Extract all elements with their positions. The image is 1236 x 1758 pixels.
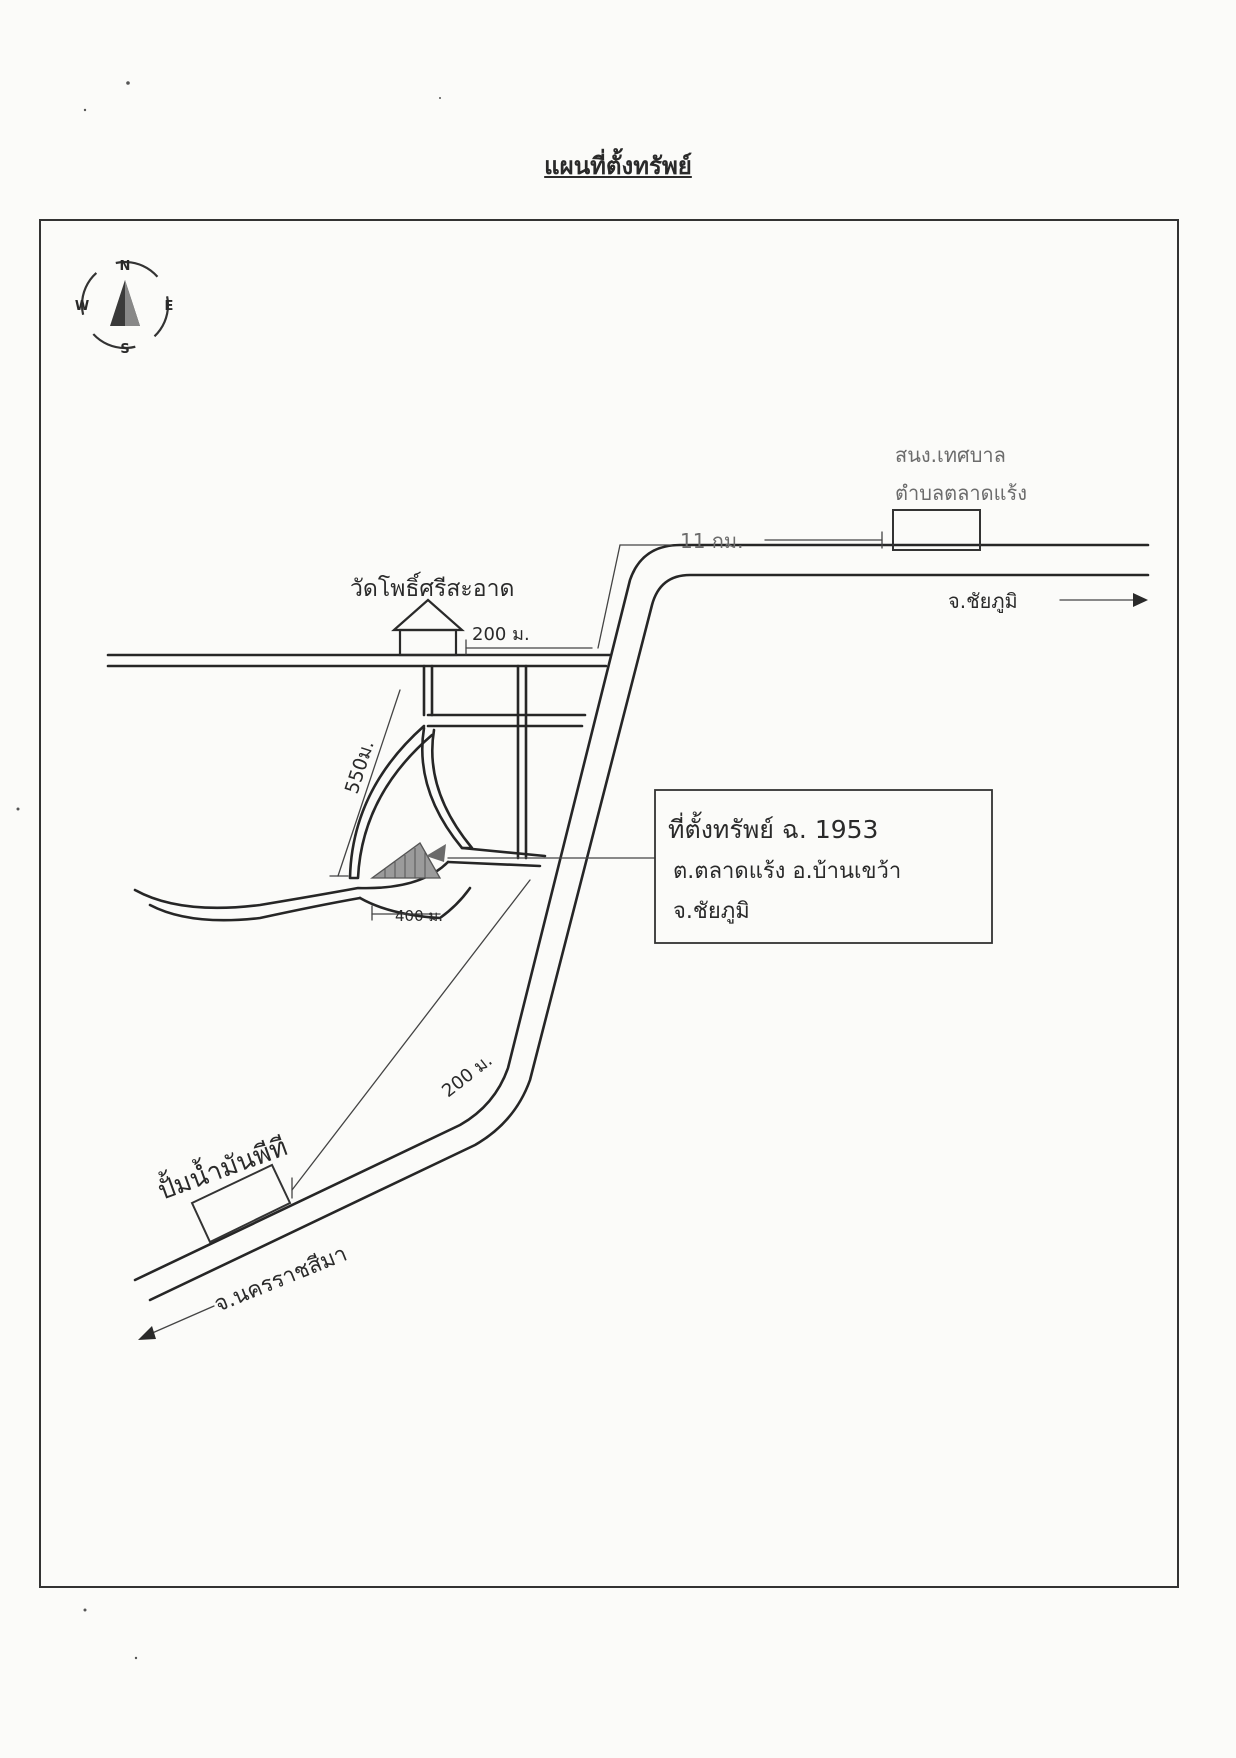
- compass-icon: N S E W: [75, 259, 174, 357]
- scan-specks: [16, 81, 441, 1660]
- distance-11km-label: 11 กม.: [680, 529, 743, 553]
- gas-station: ปั้มน้ำมันพีที: [152, 1127, 292, 1244]
- gas-station-label: ปั้มน้ำมันพีที: [152, 1127, 291, 1206]
- distance-200m-road-label: 200 ม.: [438, 1050, 496, 1102]
- temple-road: [106, 653, 612, 668]
- distance-11km-marker: 11 กม.: [597, 529, 883, 649]
- compass-east: E: [165, 299, 174, 314]
- compass-south: S: [120, 342, 129, 357]
- property-line-3: จ.ชัยภูมิ: [673, 899, 750, 924]
- distance-200m-road-marker: 200 ม.: [291, 879, 531, 1199]
- to-chaiyaphum-label: จ.ชัยภูมิ: [948, 589, 1018, 614]
- distance-200m-temple-label: 200 ม.: [472, 624, 530, 645]
- property-line-1: ที่ตั้งทรัพย์ ฉ. 1953: [668, 811, 878, 844]
- distance-400m-label: 400 ม.: [395, 907, 443, 925]
- municipality-label-2: ตำบลตลาดแร้ง: [895, 481, 1027, 505]
- temple-building-icon: [391, 598, 465, 657]
- property-marker-icon: [370, 842, 446, 879]
- municipality-label-1: สนง.เทศบาล: [895, 443, 1006, 467]
- main-highway: [133, 543, 1150, 1302]
- municipality-office-icon: [892, 509, 981, 551]
- map-frame: [39, 219, 1179, 1588]
- arrow-right-icon: [1133, 593, 1148, 607]
- direction-chaiyaphum: จ.ชัยภูมิ: [948, 589, 1148, 614]
- arrow-left-icon: [138, 1326, 156, 1340]
- compass-north: N: [120, 259, 131, 274]
- property-info-box: [654, 789, 993, 944]
- local-lanes: [133, 664, 587, 922]
- gas-station-icon: [190, 1163, 292, 1244]
- property-line-2: ต.ตลาดแร้ง อ.บ้านเขว้า: [673, 859, 901, 884]
- to-nakhonratchasima-label: จ.นครราชสีมา: [211, 1242, 351, 1318]
- page-title: แผนที่ตั้งทรัพย์: [544, 152, 692, 180]
- distance-400m-marker: 400 ม.: [371, 905, 443, 925]
- temple-label: วัดโพธิ์ศรีสะอาด: [350, 571, 514, 602]
- compass-west: W: [75, 299, 89, 314]
- distance-200m-temple-marker: 200 ม.: [465, 624, 593, 655]
